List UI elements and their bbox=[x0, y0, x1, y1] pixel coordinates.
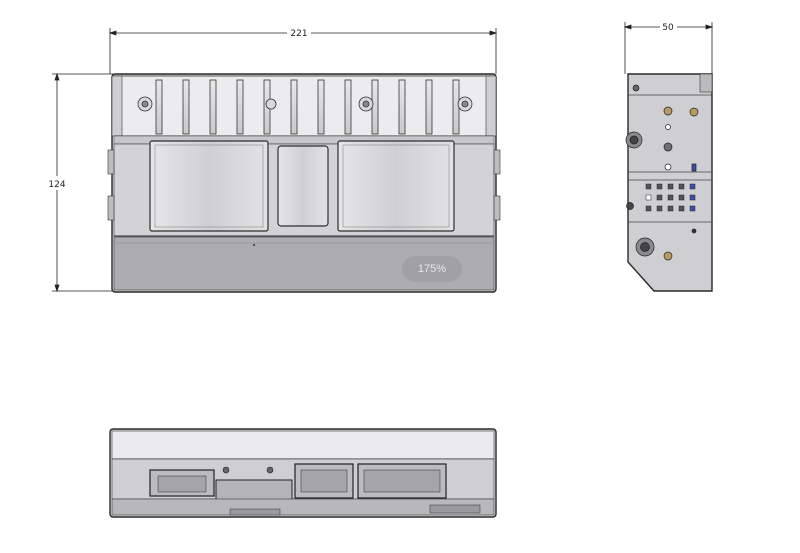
mounting-bosses bbox=[137, 96, 473, 112]
side-view bbox=[625, 73, 713, 292]
dimension-width-221 bbox=[108, 28, 498, 74]
bottom-view bbox=[109, 428, 497, 518]
dimension-label-side-width: 50 bbox=[662, 23, 674, 33]
dimension-label-width: 221 bbox=[290, 29, 307, 39]
connector-pin-grid bbox=[645, 183, 696, 212]
dimension-side-width-50 bbox=[623, 22, 714, 74]
heatsink-fins bbox=[155, 79, 460, 135]
label-panel-left bbox=[149, 140, 269, 232]
front-view bbox=[107, 73, 501, 293]
dimension-height-124 bbox=[52, 72, 116, 293]
heatsink-band bbox=[113, 75, 495, 137]
label-panel-center bbox=[277, 145, 329, 227]
label-panel-right bbox=[337, 140, 455, 232]
dimension-label-height: 124 bbox=[48, 180, 65, 190]
zoom-level-badge: 175% bbox=[402, 256, 462, 282]
